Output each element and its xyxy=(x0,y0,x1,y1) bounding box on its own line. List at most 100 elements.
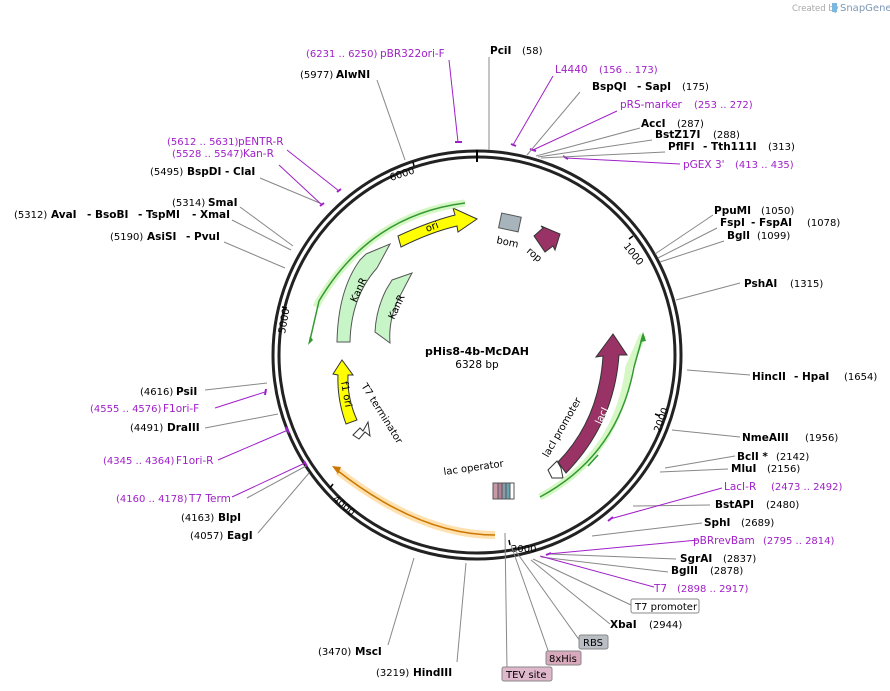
f1ori-r-range: (4345 .. 4364) xyxy=(103,456,175,467)
pbr322ori-f-range: (6231 .. 6250) xyxy=(306,49,378,60)
credit-brand: SnapGene xyxy=(840,3,890,14)
lac-operator-feature[interactable] xyxy=(492,482,515,500)
pflfi-pos: (313) xyxy=(768,142,795,153)
acci-pos: (287) xyxy=(677,119,704,130)
sgrai-name[interactable]: SgrAI xyxy=(680,553,712,565)
pentr-r-name[interactable]: pENTR-R xyxy=(238,136,284,148)
laci-promoter-feature[interactable] xyxy=(547,460,564,479)
mlui-name[interactable]: MluI xyxy=(731,463,756,475)
ori-feature[interactable] xyxy=(397,207,479,248)
orf-orange-glow xyxy=(335,467,496,539)
bgli-name[interactable]: BglI xyxy=(727,230,750,242)
bstz17i-name[interactable]: BstZ17I xyxy=(655,129,700,141)
tev-box[interactable] xyxy=(501,666,553,682)
bcli-name[interactable]: BclI * xyxy=(737,451,768,463)
msci-name[interactable]: MscI xyxy=(355,646,382,658)
psii-name[interactable]: PsiI xyxy=(176,386,197,398)
rbs-box[interactable] xyxy=(578,634,609,650)
l4440-range: (156 .. 173) xyxy=(599,65,658,76)
xbai-name[interactable]: XbaI xyxy=(610,619,637,631)
his8-box[interactable] xyxy=(545,650,582,666)
pflfi-name[interactable]: PflFI xyxy=(668,141,695,153)
draiii-name[interactable]: DraIII xyxy=(167,422,200,434)
kan-r-range: (5528 .. 5547) xyxy=(172,149,244,160)
smai-name[interactable]: SmaI xyxy=(208,197,238,209)
bspdi-pos: (5495) xyxy=(150,167,183,178)
tspmi-name[interactable]: - TspMI xyxy=(138,209,180,221)
pvui-name[interactable]: - PvuI xyxy=(186,231,220,243)
xmai-name[interactable]: - XmaI xyxy=(192,209,230,221)
alwni-name[interactable]: AlwNI xyxy=(336,69,370,81)
eagi-name[interactable]: EagI xyxy=(227,530,253,542)
rbs-label: RBS xyxy=(583,638,603,649)
t7-promoter-box[interactable] xyxy=(630,598,700,614)
bsobi-name[interactable]: - BsoBI xyxy=(87,209,128,221)
tick-2000: 2000 xyxy=(652,406,671,434)
t7-name[interactable]: T7 xyxy=(653,583,667,595)
t7-term-range: (4160 .. 4178) xyxy=(116,494,188,505)
sphi-name[interactable]: SphI xyxy=(704,517,730,529)
f1ori-r-name[interactable]: F1ori-R xyxy=(176,455,213,467)
primer-leaders xyxy=(214,59,723,588)
t7-term-name[interactable]: T7 Term xyxy=(188,493,231,505)
avai-name[interactable]: AvaI xyxy=(51,209,77,221)
smai-pos: (5314) xyxy=(172,198,205,209)
t7-terminator-feature[interactable] xyxy=(352,420,371,440)
sapi-name[interactable]: - SapI xyxy=(637,81,671,93)
pshai-pos: (1315) xyxy=(790,279,823,290)
laci-r-name[interactable]: LacI-R xyxy=(724,481,756,493)
l4440-name[interactable]: L4440 xyxy=(555,64,588,76)
kanr-inner-feature[interactable] xyxy=(374,272,414,345)
orf-orange-arrowhead xyxy=(332,466,341,474)
lac-operator-label: lac operator xyxy=(443,459,505,478)
pcii-pos: (58) xyxy=(522,46,543,57)
pbr322ori-f-name[interactable]: pBR322ori-F xyxy=(380,48,445,60)
f1-ori-feature[interactable] xyxy=(332,359,358,425)
orf-green-right xyxy=(539,334,644,498)
hincii-name[interactable]: HincII xyxy=(752,371,786,383)
asisi-pos: (5190) xyxy=(110,232,143,243)
plasmid-name: pHis8-4b-McDAH xyxy=(425,345,529,358)
bspqi-name[interactable]: BspQI xyxy=(592,81,627,93)
pentr-r-range: (5612 .. 5631) xyxy=(167,137,239,148)
prs-marker-name[interactable]: pRS-marker xyxy=(620,99,683,111)
hindiii-name[interactable]: HindIII xyxy=(413,667,452,679)
kanr-outer-feature[interactable] xyxy=(336,242,392,343)
hpai-name[interactable]: - HpaI xyxy=(794,371,829,383)
pbrrevbam-name[interactable]: pBRrevBam xyxy=(693,535,755,547)
bspdi-name[interactable]: BspDI xyxy=(187,166,221,178)
tev-label: TEV site xyxy=(505,670,547,681)
blpi-pos: (4163) xyxy=(181,513,214,524)
nmeaiii-name[interactable]: NmeAIII xyxy=(742,432,789,444)
eagi-pos: (4057) xyxy=(190,531,223,542)
fspai-name[interactable]: - FspAI xyxy=(751,217,792,229)
bom-feature[interactable] xyxy=(497,212,522,233)
pshai-name[interactable]: PshAI xyxy=(744,278,777,290)
rop-feature[interactable] xyxy=(533,225,561,253)
blpi-name[interactable]: BlpI xyxy=(218,512,241,524)
ori-label: ori xyxy=(424,220,440,235)
pcii-name[interactable]: PciI xyxy=(490,45,511,57)
sphi-pos: (2689) xyxy=(741,518,774,529)
ppumi-name[interactable]: PpuMI xyxy=(714,205,751,217)
pgex3-name[interactable]: pGEX 3' xyxy=(683,159,725,171)
bstapi-pos: (2480) xyxy=(766,500,799,511)
plasmid-size: 6328 bp xyxy=(455,359,499,371)
orf-green-top xyxy=(309,202,466,341)
bstapi-name[interactable]: BstAPI xyxy=(715,499,754,511)
fspi-name[interactable]: FspI xyxy=(720,217,745,229)
clai-name[interactable]: - ClaI xyxy=(225,166,255,178)
bgli-pos: (1099) xyxy=(757,231,790,242)
laci-feature[interactable] xyxy=(557,333,628,474)
xbai-pos: (2944) xyxy=(649,620,682,631)
f1ori-f-name[interactable]: F1ori-F xyxy=(163,403,199,415)
acci-name[interactable]: AccI xyxy=(641,118,665,130)
kan-r-name[interactable]: Kan-R xyxy=(243,148,274,160)
bom-label: bom xyxy=(495,235,519,250)
avai-pos: (5312) xyxy=(14,210,47,221)
laci-r-range: (2473 .. 2492) xyxy=(771,482,843,493)
bglii-name[interactable]: BglII xyxy=(671,565,698,577)
asisi-name[interactable]: AsiSI xyxy=(147,231,176,243)
bstz17i-pos: (288) xyxy=(713,130,740,141)
tth111i-name[interactable]: - Tth111I xyxy=(703,141,757,153)
